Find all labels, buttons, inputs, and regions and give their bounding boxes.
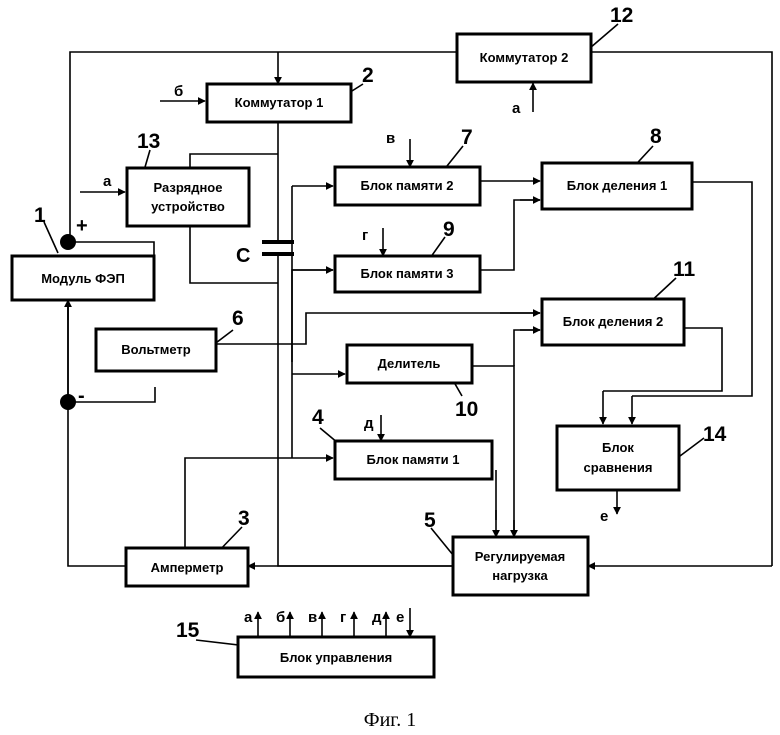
svg-text:нагрузка: нагрузка [492,568,548,583]
ref-7: 7 [461,126,473,149]
signal-a-commutator2: а [512,100,521,117]
ref-1: 1 [34,204,46,227]
ref-3: 3 [238,507,250,530]
signal-e-comparison: е [600,508,608,525]
block-discharge-device: Разрядное устройство [127,168,249,226]
svg-text:Блок памяти 2: Блок памяти 2 [361,178,454,193]
block-division-1: Блок деления 1 [542,163,692,209]
figure-caption: Фиг. 1 [364,709,416,731]
signal-d-memory1: д [364,415,374,432]
block-control: Блок управления [238,637,434,677]
ref-5: 5 [424,509,436,532]
block-memory-1: Блок памяти 1 [335,441,492,479]
block-commutator-2: Коммутатор 2 [457,34,591,82]
ref-15: 15 [176,619,200,642]
ref-6: 6 [232,307,244,330]
block-commutator-1: Коммутатор 1 [207,84,351,122]
svg-text:Регулируемая: Регулируемая [475,549,565,564]
svg-text:Блок памяти 3: Блок памяти 3 [361,266,454,281]
minus-terminal [60,394,76,410]
block-memory-3: Блок памяти 3 [335,256,480,292]
svg-text:Вольтметр: Вольтметр [121,342,191,357]
block-divider: Делитель [347,345,472,383]
ref-8: 8 [650,125,662,148]
svg-text:Коммутатор 2: Коммутатор 2 [480,50,569,65]
svg-text:Блок памяти 1: Блок памяти 1 [367,452,460,467]
control-in-e: е [396,609,404,626]
svg-text:устройство: устройство [151,199,225,214]
ref-4: 4 [312,406,324,429]
svg-text:Коммутатор 1: Коммутатор 1 [235,95,324,110]
svg-text:сравнения: сравнения [584,460,653,475]
block-voltmeter: Вольтметр [96,329,216,371]
minus-sign: - [78,385,85,407]
control-out-v: в [308,609,317,626]
ref-2: 2 [362,64,374,87]
ref-10: 10 [455,398,478,421]
svg-text:Блок: Блок [602,440,634,455]
signal-g-memory3: г [362,227,368,244]
block-adjustable-load: Регулируемая нагрузка [453,537,588,595]
block-comparison: Блок сравнения [557,426,679,490]
block-division-2: Блок деления 2 [542,299,684,345]
ref-12: 12 [610,4,633,27]
svg-text:Блок деления 1: Блок деления 1 [567,178,668,193]
svg-text:Разрядное: Разрядное [154,180,223,195]
svg-text:Блок деления 2: Блок деления 2 [563,314,664,329]
capacitor-label: С [236,245,250,267]
signal-v-memory2: в [386,130,395,147]
plus-sign: + [76,215,88,237]
signal-a-discharge: а [103,173,112,190]
svg-text:Амперметр: Амперметр [151,560,224,575]
signal-b-commutator1: б [174,83,183,100]
ref-9: 9 [443,218,455,241]
control-out-b: б [276,609,285,626]
control-out-d: д [372,609,382,626]
svg-text:Модуль ФЭП: Модуль ФЭП [41,271,125,286]
ref-14: 14 [703,423,727,446]
block-ammeter: Амперметр [126,548,248,586]
control-out-g: г [340,609,346,626]
ref-13: 13 [137,130,160,153]
svg-text:Делитель: Делитель [378,356,441,371]
block-memory-2: Блок памяти 2 [335,167,480,205]
ref-11: 11 [673,258,696,281]
plus-terminal [60,234,76,250]
block-module-fep: Модуль ФЭП [12,256,154,300]
control-out-a: а [244,609,253,626]
svg-text:Блок управления: Блок управления [280,650,392,665]
